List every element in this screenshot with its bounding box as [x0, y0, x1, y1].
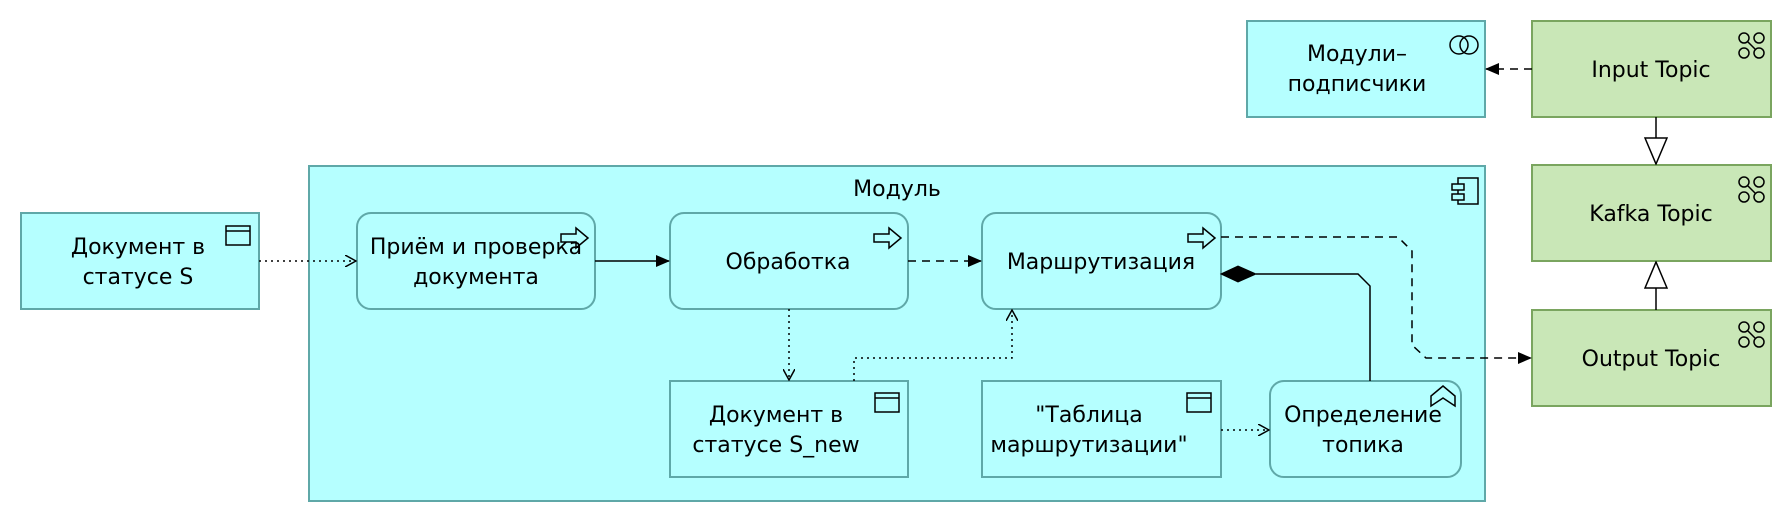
process-handle-label: Обработка: [726, 250, 851, 275]
data-object-icon: [1186, 392, 1212, 413]
topic-detect-line2: топика: [1322, 433, 1404, 458]
external-document[interactable]: Документ в статусе S: [20, 212, 260, 310]
process-receive[interactable]: Приём и проверка документа: [356, 212, 596, 310]
node-kafka-topic[interactable]: Kafka Topic: [1531, 164, 1772, 262]
doc-new-line1: Документ в: [709, 403, 843, 428]
component-icon: [1451, 177, 1479, 205]
topic-detect-line1: Определение: [1284, 403, 1442, 428]
routing-table[interactable]: "Таблица маршрутизации": [981, 380, 1222, 478]
module-title: Модуль: [853, 177, 941, 202]
process-receive-line1: Приём и проверка: [370, 235, 582, 260]
kafka-topic-label: Kafka Topic: [1589, 202, 1712, 227]
subscribers-line1: Модули–: [1307, 42, 1407, 67]
connector-route-to-output[interactable]: [1221, 236, 1532, 364]
artifact-node-icon: [1738, 176, 1765, 203]
process-route[interactable]: Маршрутизация: [981, 212, 1222, 310]
process-route-label: Маршрутизация: [1007, 250, 1195, 275]
application-interface-icon: [1449, 35, 1479, 55]
process-receive-line2: документа: [413, 265, 539, 290]
process-arrow-icon: [1187, 226, 1217, 250]
external-doc-line1: Документ в: [71, 235, 205, 260]
node-input-topic[interactable]: Input Topic: [1531, 20, 1772, 118]
routing-table-line1: "Таблица: [1035, 403, 1142, 428]
artifact-node-icon: [1738, 321, 1765, 348]
function-icon: [1430, 385, 1456, 408]
process-handle[interactable]: Обработка: [669, 212, 909, 310]
node-output-topic[interactable]: Output Topic: [1531, 309, 1772, 407]
external-doc-line2: статусе S: [83, 265, 194, 290]
data-object-icon: [225, 225, 251, 246]
function-topic-detect[interactable]: Определение топика: [1269, 380, 1462, 478]
artifact-node-icon: [1738, 32, 1765, 59]
output-topic-label: Output Topic: [1582, 347, 1721, 372]
routing-table-line2: маршрутизации": [990, 433, 1187, 458]
data-object-icon: [874, 392, 900, 413]
doc-new-line2: статусе S_new: [692, 433, 859, 458]
input-topic-label: Input Topic: [1591, 58, 1710, 83]
connector-doc-new-to-route[interactable]: [853, 310, 1012, 381]
process-arrow-icon: [873, 226, 903, 250]
connector-detect-to-route[interactable]: [1256, 273, 1371, 381]
composition-diamond: [1219, 265, 1258, 283]
process-arrow-icon: [560, 226, 590, 250]
document-s-new[interactable]: Документ в статусе S_new: [669, 380, 909, 478]
subscribers-box[interactable]: Модули– подписчики: [1246, 20, 1486, 118]
subscribers-line2: подписчики: [1288, 72, 1427, 97]
